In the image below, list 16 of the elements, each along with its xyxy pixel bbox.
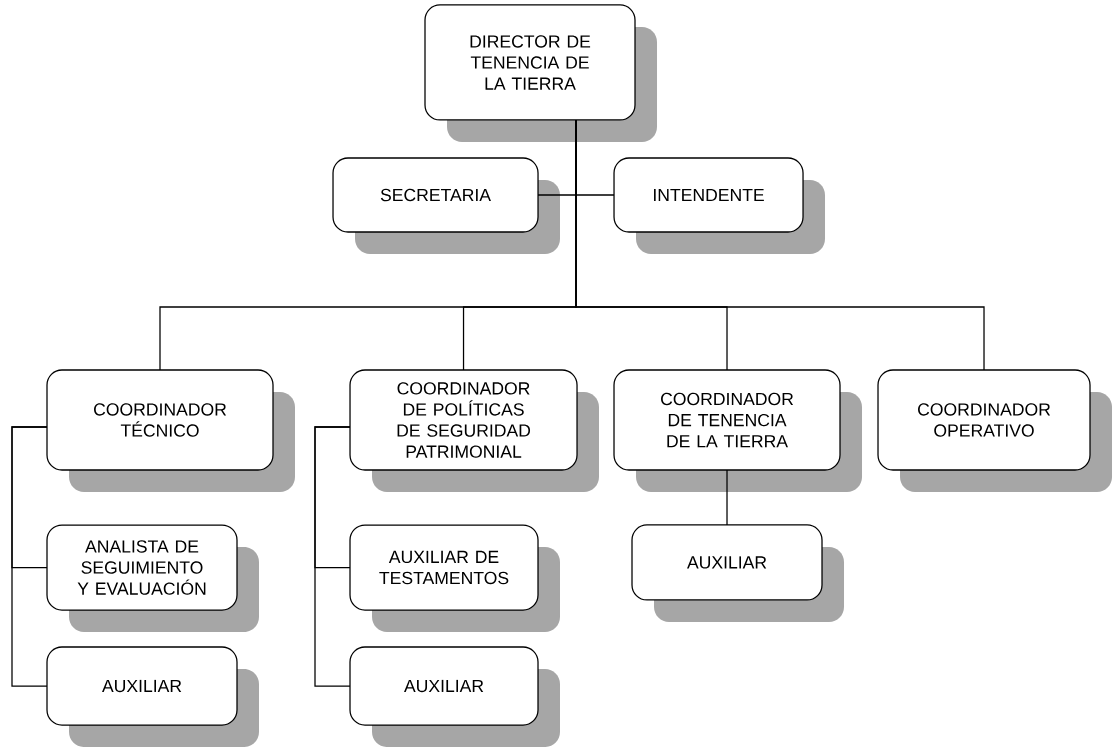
org-box: DIRECTOR DE TENENCIA DE LA TIERRA xyxy=(424,4,657,142)
org-box: SECRETARIA xyxy=(332,157,560,254)
connector-line xyxy=(726,469,728,526)
org-box: COORDINADOR DE TENENCIA DE LA TIERRA xyxy=(613,369,862,492)
org-box: ANALISTA DE SEGUIMIENTO Y EVALUACIÓN xyxy=(46,524,259,632)
org-box: INTENDENTE xyxy=(613,157,825,254)
org-box: COORDINADOR OPERATIVO xyxy=(877,369,1112,492)
org-box: AUXILIAR DE TESTAMENTOS xyxy=(349,524,560,632)
connector-line xyxy=(314,426,351,687)
org-box: COORDINADOR TÉCNICO xyxy=(46,369,295,492)
org-box: AUXILIAR xyxy=(46,646,259,747)
org-box: COORDINADOR DE POLÍTICAS DE SEGURIDAD PATRIMONIAL xyxy=(349,369,599,492)
connector-line xyxy=(575,119,985,371)
connector-line xyxy=(11,426,48,687)
org-box: AUXILIAR xyxy=(631,524,844,622)
org-box: AUXILIAR xyxy=(349,646,560,747)
